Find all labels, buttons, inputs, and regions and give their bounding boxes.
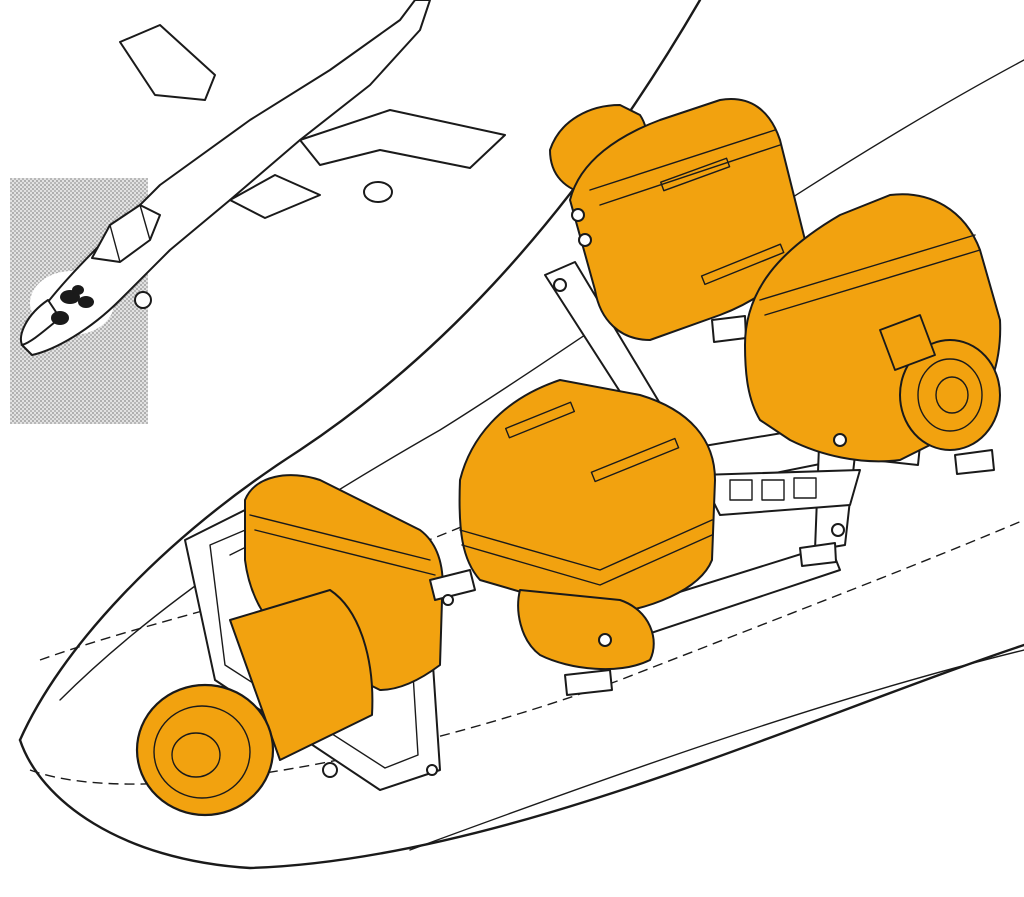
right-camera-lens-center: [935, 376, 969, 414]
mount-hardware: [322, 278, 847, 778]
aircraft-icon: [20, 0, 506, 356]
mount-bolt: [831, 523, 845, 537]
aircraft-pod: [363, 181, 393, 203]
center-camera-body: [458, 379, 716, 616]
right-camera: [744, 193, 1002, 463]
camera-icon: [135, 474, 444, 817]
center-camera-support: [429, 569, 476, 601]
mount-bolt: [598, 633, 612, 647]
nose-sensor: [72, 285, 84, 295]
right-camera-lens: [899, 339, 1001, 451]
upper-camera-handle: [660, 157, 731, 192]
mount-bolt: [426, 764, 438, 776]
center-camera-handle: [590, 437, 680, 483]
frame-lightening-hole: [793, 477, 817, 499]
fuselage-floor-line: [409, 649, 1024, 851]
upper-camera-bolt: [571, 208, 585, 222]
nose-sensor: [78, 296, 94, 308]
mount-bolt: [442, 594, 454, 606]
fuselage-inner-skin: [59, 59, 1024, 701]
camera-lens-center: [171, 732, 221, 778]
center-camera: [429, 379, 716, 670]
frame-lightening-hole: [761, 479, 785, 501]
aircraft-nose: [20, 299, 61, 346]
mount-foot: [954, 449, 995, 475]
aircraft-tail-fin: [119, 24, 216, 101]
aircraft-intake: [229, 174, 321, 219]
aircraft-gear: [134, 291, 152, 309]
upper-camera-bolt: [578, 233, 592, 247]
upper-camera-handle: [700, 243, 785, 286]
mount-foot: [711, 315, 747, 343]
mount-bolt: [322, 762, 338, 778]
aircraft-wing: [299, 109, 506, 169]
nose-sensor: [51, 311, 69, 325]
camera-lens-face: [135, 683, 275, 817]
center-camera-handle: [504, 401, 576, 439]
fuselage-lower-skin: [18, 643, 1024, 870]
mount-foot: [799, 542, 837, 567]
right-camera-lens-ring: [917, 358, 983, 432]
mount-foot: [564, 669, 613, 696]
center-camera-drum: [517, 589, 655, 670]
mount-bolt: [833, 433, 847, 447]
camera-lens-barrel: [229, 589, 374, 761]
upper-camera: [549, 98, 806, 341]
right-camera-side-box: [879, 314, 936, 371]
frame-lightening-hole: [729, 479, 753, 501]
mount-bolt: [553, 278, 567, 292]
camera-lens-ring: [153, 705, 251, 799]
